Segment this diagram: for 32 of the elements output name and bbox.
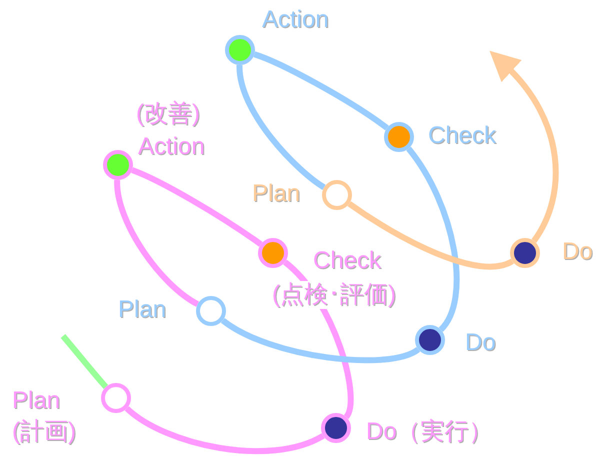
curved-arrow	[490, 50, 559, 243]
connector-line	[124, 406, 324, 454]
step-label: (改善)	[136, 100, 200, 128]
step-label: Plan	[252, 180, 300, 208]
step-label: Do	[465, 329, 496, 357]
step-label: Do（実行）	[366, 418, 493, 446]
step-circle	[225, 35, 255, 65]
step-circle	[510, 238, 540, 268]
step-circle	[196, 296, 226, 326]
step-label: Plan	[12, 387, 60, 415]
connector-line	[221, 318, 420, 364]
step-circle	[321, 413, 351, 443]
connector-line	[60, 334, 108, 389]
step-label: Action	[262, 6, 329, 34]
connector-line	[114, 180, 200, 307]
step-circle	[103, 150, 133, 180]
step-label: Do	[562, 238, 593, 266]
step-label: Check	[428, 122, 496, 150]
step-circle	[384, 122, 414, 152]
step-circle	[258, 238, 288, 268]
connector-line	[236, 64, 326, 190]
step-circle	[322, 180, 352, 210]
step-label: Plan	[118, 296, 166, 324]
connector-line	[348, 201, 514, 270]
step-circle	[101, 383, 131, 413]
step-label: Action	[138, 133, 205, 161]
connector-line	[131, 167, 263, 247]
connector-line	[253, 51, 389, 130]
step-circle	[415, 325, 445, 355]
connector-line	[406, 146, 460, 332]
step-label: (計画)	[12, 418, 76, 446]
step-label: Check	[313, 247, 382, 275]
